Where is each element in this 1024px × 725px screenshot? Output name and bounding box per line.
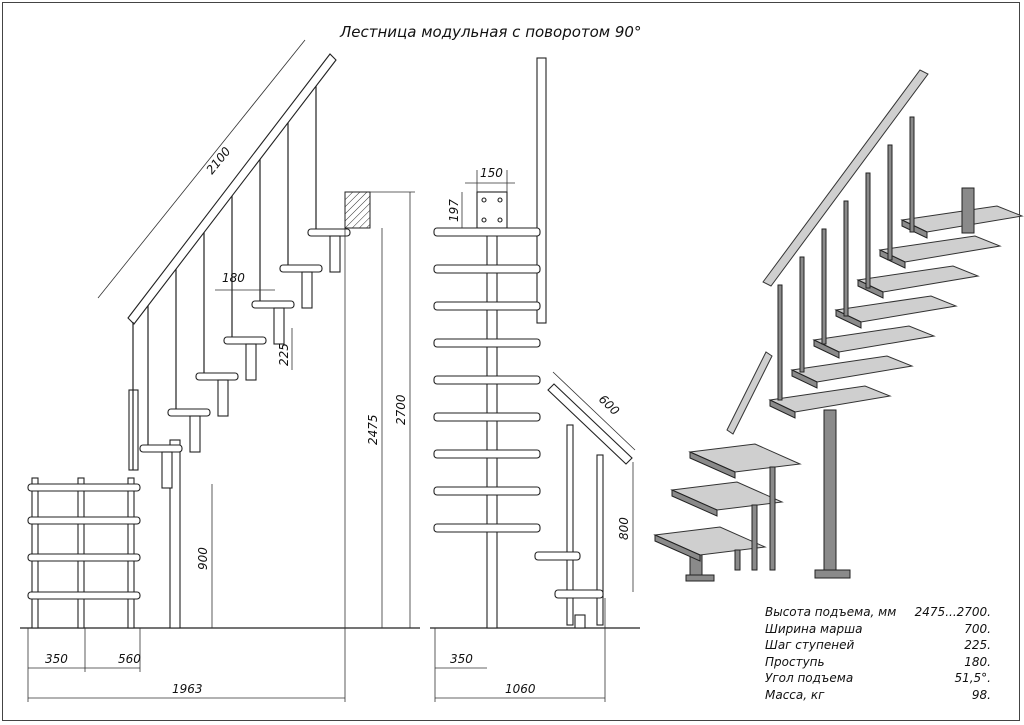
support-column [169, 439, 181, 629]
iso-lower-handrail [726, 351, 773, 435]
dim-front-offset: 350 [450, 652, 473, 666]
spec-row: Проступь 180. [765, 654, 991, 671]
iso-tread-edge [835, 309, 862, 329]
dim-lower-rail-length: 600 [596, 392, 622, 418]
iso-wall-plate [961, 187, 975, 234]
iso-baluster [821, 228, 827, 345]
front-tread [433, 301, 541, 311]
front-tread [433, 375, 541, 385]
front-tread [433, 486, 541, 496]
drawing-title: Лестница модульная с поворотом 90° [339, 23, 641, 41]
front-steps [433, 227, 541, 533]
spec-label: Шаг ступеней [765, 638, 855, 653]
front-tread [433, 264, 541, 274]
iso-steps [653, 116, 1024, 571]
side-tread-bracket [273, 307, 285, 345]
dim-total-length: 1963 [172, 682, 203, 696]
side-tread-bracket [329, 235, 341, 273]
side-tread [195, 372, 239, 381]
iso-baluster [843, 200, 849, 317]
spec-row: Масса, кг 98. [765, 687, 991, 704]
front-tread [433, 449, 541, 459]
spec-row: Высота подъема, мм 2475...2700. [765, 604, 991, 621]
dim-landing-width: 560 [118, 652, 141, 666]
iso-baluster [887, 144, 893, 261]
side-tread [251, 300, 295, 309]
dim-height-min: 2475 [366, 414, 380, 445]
side-tread [279, 264, 323, 273]
spec-label: Ширина марша [765, 621, 863, 636]
dim-lower-rail-height: 800 [617, 517, 631, 540]
dim-landing-offset: 350 [45, 652, 68, 666]
iso-tread-edge [791, 369, 818, 389]
side-dimension-lines [27, 39, 415, 702]
iso-lower-tread-edge [689, 451, 736, 479]
spec-value: 98. [971, 687, 991, 702]
spec-row: Угол подъема 51,5°. [765, 670, 991, 687]
side-tread-bracket [189, 415, 201, 453]
iso-lower-tread [653, 526, 767, 556]
spec-label: Высота подъема, мм [765, 605, 897, 619]
front-view: 150 197 600 800 350 1060 [430, 57, 640, 702]
iso-lower-tread [670, 481, 784, 511]
side-view: 2100 180 225 2475 2700 900 350 560 1963 [20, 39, 420, 702]
iso-lower-post [751, 504, 758, 571]
dim-plate-height: 197 [447, 199, 461, 222]
landing-guard [27, 477, 141, 629]
spec-value: 180. [964, 654, 991, 669]
iso-tread-edge [813, 339, 840, 359]
spec-value: 2475...2700. [914, 605, 991, 619]
iso-tread-edge [769, 399, 796, 419]
spec-label: Масса, кг [765, 687, 825, 702]
iso-lower-tread-edge [671, 489, 718, 517]
handrail [127, 53, 337, 471]
front-tread [433, 338, 541, 348]
iso-tread-edge [857, 279, 884, 299]
iso-baluster [865, 172, 871, 289]
front-tread [433, 412, 541, 422]
spec-label: Проступь [765, 654, 825, 669]
handrail-post [536, 57, 547, 324]
side-tread [167, 408, 211, 417]
dim-tread-depth: 180 [222, 271, 245, 285]
iso-baluster [777, 284, 783, 401]
dim-height-max: 2700 [394, 394, 408, 425]
front-tread [433, 523, 541, 533]
lower-flight [534, 383, 633, 629]
spec-value: 51,5°. [954, 671, 991, 686]
iso-handrail [762, 69, 929, 287]
side-steps [139, 78, 351, 489]
front-dimension-lines [434, 170, 636, 702]
iso-column [823, 409, 837, 576]
side-tread-bracket [217, 379, 229, 417]
spec-row: Шаг ступеней 225. [765, 637, 991, 654]
front-tread [433, 227, 541, 237]
dim-plate-width: 150 [480, 166, 503, 180]
side-tread [223, 336, 267, 345]
spec-label: Угол подъема [765, 671, 854, 686]
wall-plate [476, 191, 508, 229]
spec-value: 225. [964, 638, 991, 653]
side-tread-bracket [161, 451, 173, 489]
dim-total-width: 1060 [505, 682, 536, 696]
iso-lower-tread [688, 443, 802, 473]
side-tread [307, 228, 351, 237]
side-tread-bracket [245, 343, 257, 381]
spec-table: Высота подъема, мм 2475...2700. Ширина ма… [765, 604, 991, 704]
iso-baluster [799, 256, 805, 373]
iso-lower-post [769, 466, 776, 571]
wall-block [344, 191, 371, 229]
dim-step-height: 225 [277, 343, 291, 366]
isometric-view [653, 69, 1024, 582]
dim-landing-rail-height: 900 [196, 547, 210, 570]
iso-baluster [909, 116, 915, 233]
iso-lower-post [734, 549, 741, 571]
side-tread [139, 444, 183, 453]
iso-lower-tread-edge [654, 534, 701, 562]
spec-value: 700. [964, 621, 991, 636]
side-tread-bracket [301, 271, 313, 309]
spec-row: Ширина марша 700. [765, 621, 991, 638]
